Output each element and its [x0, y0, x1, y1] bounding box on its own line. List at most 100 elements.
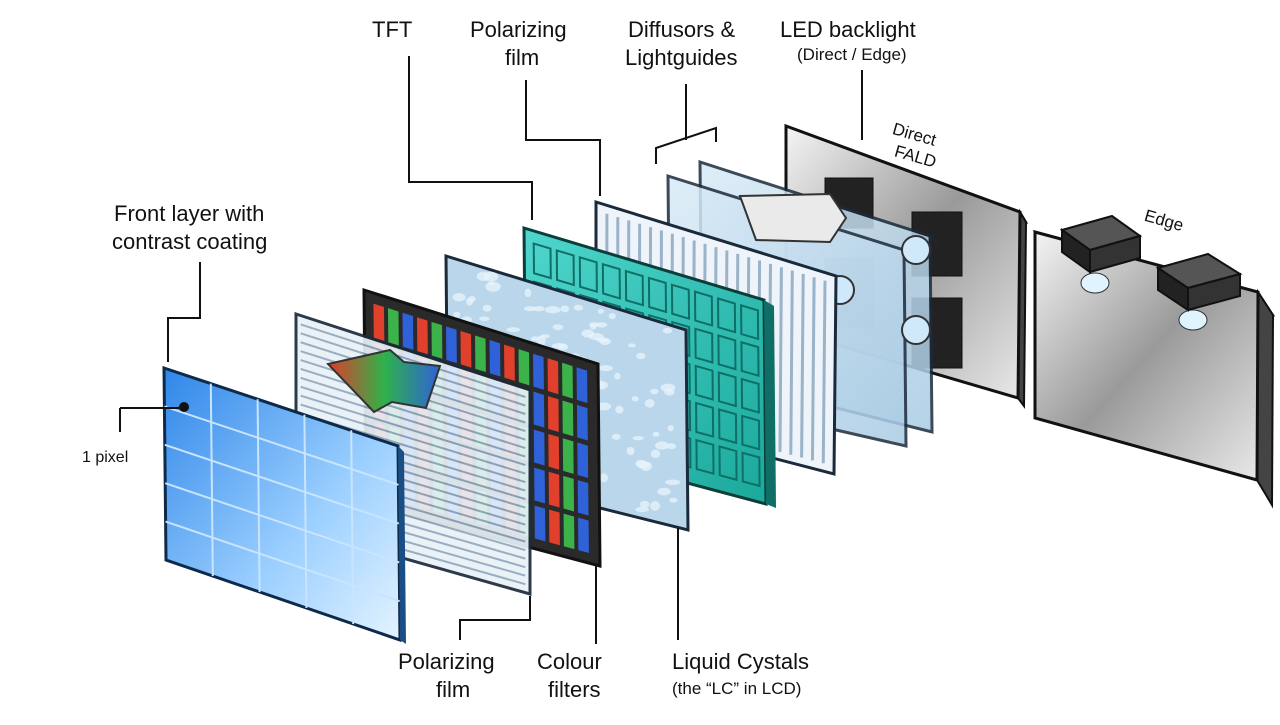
rgb-subpixel	[475, 335, 486, 372]
rgb-subpixel	[504, 345, 515, 381]
lc-speckle	[628, 343, 636, 347]
rgb-subpixel	[373, 304, 384, 341]
lc-speckle	[466, 298, 473, 306]
lc-speckle	[589, 333, 604, 340]
edge-backlight-panel	[1035, 216, 1273, 505]
label-one-pixel: 1 pixel	[82, 444, 128, 472]
label-polarizing-film-bottom-2: film	[436, 676, 470, 704]
rgb-subpixel	[535, 506, 546, 542]
lc-speckle	[488, 282, 495, 286]
lc-speckle	[599, 365, 613, 371]
lc-speckle	[552, 343, 566, 349]
label-colour-filters-2: filters	[548, 676, 601, 704]
label-front-layer-1: Front layer with	[114, 200, 264, 228]
rgb-subpixel	[548, 358, 559, 394]
label-polarizing-film-top-1: Polarizing	[470, 16, 567, 44]
label-polarizing-film-top-2: film	[505, 44, 539, 72]
rgb-subpixel	[431, 322, 442, 359]
lc-speckle	[667, 443, 676, 449]
lc-speckle	[545, 306, 561, 313]
rgb-subpixel	[578, 480, 589, 515]
rgb-subpixel	[490, 340, 501, 376]
lc-speckle	[612, 434, 621, 440]
lc-speckle	[479, 316, 490, 321]
lc-speckle	[477, 272, 490, 281]
label-diffusors: Diffusors &	[628, 16, 735, 44]
lc-speckle	[661, 384, 676, 392]
rgb-subpixel	[577, 405, 588, 441]
lc-speckle	[650, 501, 660, 511]
rgb-subpixel	[563, 476, 574, 512]
lc-speckle	[615, 406, 623, 414]
rgb-subpixel	[549, 510, 560, 546]
lc-speckle	[632, 396, 639, 401]
rgb-subpixel	[577, 367, 588, 403]
label-led-backlight-sub: (Direct / Edge)	[797, 44, 907, 66]
label-tft: TFT	[372, 16, 412, 44]
rgb-subpixel	[549, 472, 560, 508]
lc-speckle	[453, 312, 460, 318]
lc-speckle	[553, 324, 564, 330]
lc-speckle	[669, 498, 677, 503]
lc-speckle	[653, 432, 660, 437]
pixel-marker	[179, 402, 189, 412]
diffuser-stripe	[802, 274, 804, 458]
label-liquid-crystals-sub: (the “LC” in LCD)	[672, 678, 801, 700]
lc-speckle	[609, 313, 616, 319]
lc-speckle	[636, 353, 645, 360]
lc-speckle	[531, 336, 539, 341]
lc-speckle	[560, 305, 569, 312]
rgb-subpixel	[402, 313, 413, 350]
rgb-subpixel	[562, 401, 573, 437]
rgb-subpixel	[548, 434, 559, 470]
rgb-subpixel	[388, 308, 399, 345]
rgb-subpixel	[533, 354, 544, 390]
lc-speckle	[524, 306, 537, 311]
lc-speckle	[483, 305, 492, 312]
lc-speckle	[574, 305, 583, 311]
diffuser-stripe	[791, 271, 793, 455]
rgb-subpixel	[534, 468, 545, 504]
label-led-backlight: LED backlight	[780, 16, 916, 44]
rgb-subpixel	[577, 442, 588, 478]
lc-speckle	[600, 473, 608, 482]
lc-speckle	[627, 447, 635, 455]
rgb-subpixel	[563, 438, 574, 474]
rgb-subpixel	[446, 326, 457, 363]
light-arrow-icon	[740, 194, 846, 242]
label-lightguides: Lightguides	[625, 44, 738, 72]
rgb-subpixel	[519, 349, 530, 385]
label-colour-filters-1: Colour	[537, 648, 602, 676]
label-front-layer-2: contrast coating	[112, 228, 267, 256]
lc-speckle	[650, 389, 658, 394]
rgb-subpixel	[564, 514, 575, 549]
rgb-subpixel	[578, 518, 589, 553]
lc-speckle	[657, 488, 670, 496]
lc-speckle	[525, 289, 532, 297]
lc-speckle	[637, 461, 650, 469]
rgb-subpixel	[534, 430, 545, 466]
diffuser-stripe	[823, 281, 825, 464]
rgb-subpixel	[461, 331, 472, 368]
diffuser-stripe	[780, 267, 781, 452]
label-polarizing-film-bottom-1: Polarizing	[398, 648, 495, 676]
lc-speckle	[640, 501, 650, 508]
lc-speckle	[663, 328, 672, 334]
lc-speckle	[507, 327, 520, 332]
rgb-subpixel	[548, 396, 559, 432]
rgb-subpixel	[417, 317, 428, 354]
lc-speckle	[645, 399, 655, 408]
lc-speckle	[665, 480, 680, 485]
lc-speckle	[668, 425, 674, 431]
lc-speckle	[651, 450, 661, 458]
lc-speckle	[590, 324, 597, 330]
lc-speckle	[453, 293, 466, 301]
lc-speckle	[632, 436, 643, 440]
rgb-subpixel	[562, 363, 573, 399]
diffuser-stripe	[812, 277, 814, 460]
lc-speckle	[598, 309, 604, 314]
lc-speckle	[635, 507, 649, 512]
rgb-subpixel	[533, 392, 544, 428]
